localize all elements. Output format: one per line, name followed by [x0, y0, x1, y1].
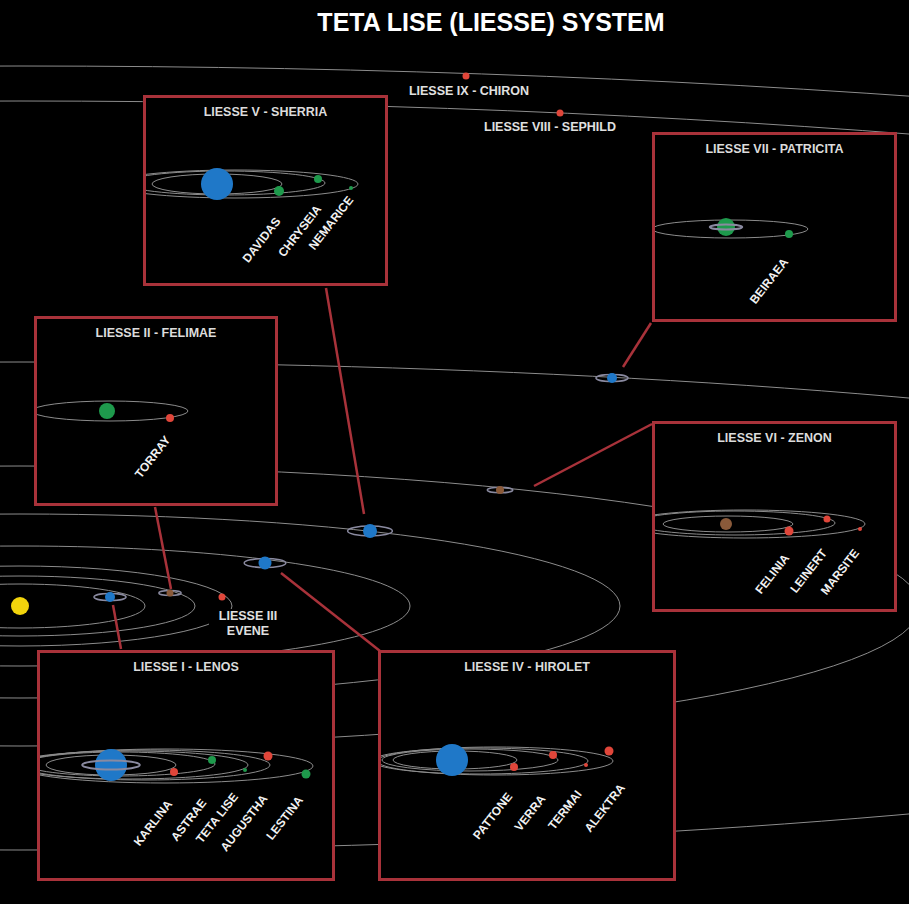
moon-symbol — [208, 756, 216, 764]
planet-symbol — [607, 373, 617, 383]
box-heading: LIESSE VI - ZENON — [655, 431, 894, 445]
planet-symbol — [720, 518, 732, 530]
orbit-path — [0, 546, 410, 666]
leader-line — [281, 573, 380, 651]
planet-symbol — [219, 594, 226, 601]
moon-system-group — [655, 510, 865, 538]
planet-ring — [82, 761, 140, 770]
moon-symbol — [349, 186, 353, 190]
moon-system-group — [381, 744, 614, 776]
callout-box: LIESSE II - FELIMAE TORRAY — [34, 316, 278, 506]
moon-symbol — [314, 175, 322, 183]
moon-symbol — [264, 752, 273, 761]
moon-name: VERRA — [511, 791, 549, 834]
moon-symbol — [785, 230, 793, 238]
planet-symbol — [201, 168, 233, 200]
moon-system-group — [37, 401, 188, 422]
planet-symbol — [557, 110, 564, 117]
callout-box: LIESSE VI - ZENONFELINIALEINERTMARSITE — [652, 421, 897, 612]
moon-symbol — [858, 527, 862, 531]
leader-line — [155, 507, 171, 589]
moon-symbol — [243, 768, 247, 772]
callout-box: LIESSE IV - HIROLET PATTONEVERRATERMAIALE… — [378, 650, 676, 881]
orbit-path — [0, 101, 909, 904]
callout-box: LIESSE VII - PATRICITA BEIRAEA — [652, 132, 897, 322]
moon-system-group — [40, 749, 313, 783]
leader-line — [113, 605, 121, 649]
moon-symbol — [584, 763, 588, 767]
moon-system-illustration — [146, 98, 385, 283]
moon-symbol — [824, 516, 831, 523]
orbit-path — [0, 584, 145, 628]
planet-label: LIESSE IX - CHIRON — [407, 84, 531, 99]
moon-name: FELINIA — [751, 551, 792, 598]
moon-orbit — [655, 511, 835, 535]
moon-system-illustration — [655, 135, 894, 319]
moon-symbol — [605, 747, 614, 756]
moon-symbol — [274, 186, 284, 196]
moon-name: PATTONE — [470, 789, 516, 843]
leader-line — [623, 323, 651, 367]
moon-system-illustration — [40, 653, 332, 878]
moon-orbit — [40, 752, 215, 776]
planet-symbol — [167, 590, 174, 597]
planet-label: LIESSE VIII - SEPHILD — [482, 120, 618, 135]
moon-orbit — [146, 170, 358, 198]
moon-orbit — [655, 510, 865, 538]
orbit-path — [0, 566, 232, 646]
planet-symbol — [259, 557, 272, 570]
box-heading: LIESSE I - LENOS — [40, 660, 332, 674]
moon-symbol — [166, 414, 174, 422]
box-heading: LIESSE IV - HIROLET — [381, 660, 673, 674]
callout-box: LIESSE V - SHERRIADAVIDASCHRYSEIANEMARIC… — [143, 95, 388, 286]
moon-orbit — [382, 749, 558, 771]
planet-symbol — [463, 73, 470, 80]
sun-symbol — [11, 597, 29, 615]
moon-orbit — [37, 401, 188, 421]
leader-line — [326, 288, 364, 514]
moon-symbol — [785, 527, 794, 536]
moon-symbol — [549, 751, 557, 759]
planet-symbol — [99, 403, 115, 419]
moon-name: BEIRAEA — [746, 255, 792, 308]
callout-box: LIESSE I - LENOSKARLINAASTRAETETA LISEAU… — [37, 650, 335, 881]
planet-symbol — [105, 592, 115, 602]
leader-line — [534, 424, 652, 486]
moon-system-group — [655, 218, 808, 238]
moon-system-illustration — [381, 653, 673, 878]
moon-orbit — [146, 171, 325, 195]
moon-orbit — [40, 749, 313, 783]
moon-name: DAVIDAS — [240, 214, 285, 266]
moon-orbit — [663, 516, 793, 532]
moon-orbit — [381, 747, 613, 775]
moon-name: ALEKTRA — [581, 780, 629, 835]
planet-label: LIESSE III EVENE — [209, 609, 287, 639]
moon-name: TORRAY — [132, 432, 175, 481]
moon-name: TERMAI — [545, 787, 586, 833]
moon-system-illustration — [37, 319, 275, 503]
planet-symbol — [496, 486, 504, 494]
moon-symbol — [302, 770, 311, 779]
planet-symbol — [363, 524, 377, 538]
moon-name: KARLINA — [130, 797, 176, 850]
planet-symbol — [436, 744, 468, 776]
box-heading: LIESSE VII - PATRICITA — [655, 142, 894, 156]
moon-orbit — [381, 748, 588, 774]
moon-symbol — [170, 768, 178, 776]
planet-symbol — [717, 218, 735, 236]
planet-symbol — [95, 749, 127, 781]
orbit-path — [0, 576, 195, 636]
planet-ring — [710, 224, 742, 229]
box-heading: LIESSE V - SHERRIA — [146, 105, 385, 119]
moon-symbol — [510, 763, 518, 771]
orbit-group — [0, 66, 909, 904]
diagram-title: TETA LISE (LIESSE) SYSTEM — [317, 8, 664, 37]
moon-orbit — [40, 750, 270, 780]
moon-orbit — [40, 751, 248, 779]
moon-system-group — [146, 168, 358, 200]
box-heading: LIESSE II - FELIMAE — [37, 326, 275, 340]
orbit-path — [0, 66, 909, 904]
